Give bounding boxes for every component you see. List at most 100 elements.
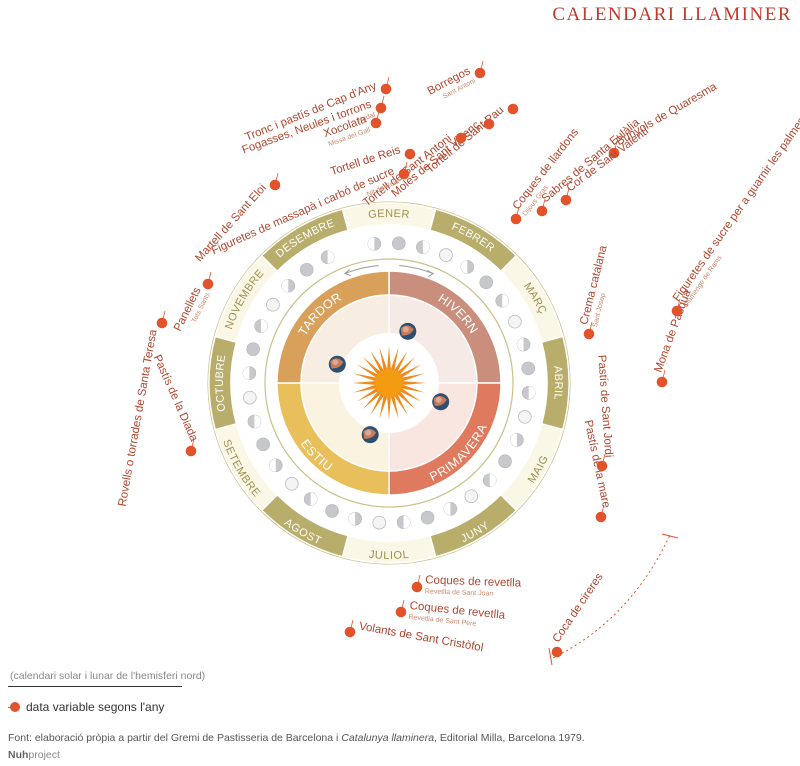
month-label: ABRIL (551, 365, 564, 400)
cake-tick (565, 187, 570, 201)
moon-phase-icon (521, 361, 536, 376)
note-divider (8, 686, 182, 687)
cake-item: Rovells o torrades de Santa Teresa (117, 310, 168, 507)
moon-phase-icon (254, 319, 268, 333)
month-label: JULIOL (368, 549, 409, 562)
source-credit: Font: elaboració pròpia a partir del Gre… (8, 732, 585, 744)
moon-phase-icon (348, 512, 362, 526)
moon-phase-icon (420, 510, 435, 525)
moon-phase-icon (508, 314, 522, 329)
brand-rest: project (28, 749, 60, 761)
moon-phase-icon (479, 275, 494, 290)
cake-label: Coques de revetlla (425, 574, 522, 589)
moon-phase-icon (320, 250, 335, 264)
fixed-date-dot-icon (404, 148, 416, 160)
moon-phase-icon (396, 515, 411, 530)
coca-cireres-period-arc (552, 534, 671, 659)
cake-label-group: Pastís de la Diada (151, 353, 200, 444)
earth-icon (432, 393, 450, 411)
moon-phase-icon (464, 489, 479, 504)
moon-phase-icon (439, 248, 453, 262)
cake-tick (385, 76, 390, 90)
variable-date-dot-icon (10, 702, 20, 712)
moon-phase-icon (303, 492, 318, 506)
moon-phase-icon (416, 240, 430, 254)
cake-tick (403, 161, 408, 175)
cake-label-group: Martell de Sant Eloi (193, 182, 269, 264)
moon-phase-icon (246, 342, 260, 356)
cake-tick (349, 619, 354, 633)
page-title: CALENDARI LLAMINER (552, 4, 792, 25)
season-band (276, 270, 390, 384)
source-book: Catalunya llaminera (341, 732, 435, 744)
cake-tick (613, 140, 618, 154)
earth-icon (328, 355, 346, 373)
cake-tick (601, 453, 606, 467)
cake-label-group: Rovells o torrades de Santa Teresa (117, 328, 160, 507)
moon-phase-icon (516, 337, 531, 352)
rotation-arrow-icon (343, 264, 435, 278)
moon-phase-icon (242, 390, 257, 405)
legend: data variable segons l'any (8, 700, 164, 714)
legend-label: data variable segons l'any (26, 700, 165, 714)
brand-bold: Nuh (8, 749, 29, 761)
month-segment (260, 208, 350, 273)
fixed-date-dot-icon (483, 118, 495, 130)
moon-phase-icon (281, 278, 296, 293)
cake-label-group: Figuretes de sucre per a guarnir les pal… (671, 115, 800, 309)
cake-tick (600, 504, 605, 518)
cake-tick (400, 599, 405, 613)
cake-tick (541, 198, 546, 212)
cake-label: Coca de cireres (551, 571, 606, 645)
cake-sublabel: Revetlla de Sant Joan (425, 588, 494, 597)
cake-tick (676, 298, 681, 312)
cake-tick (588, 321, 593, 335)
moon-phase-icon (256, 437, 270, 452)
sun-icon (352, 346, 426, 420)
fixed-date-dot-icon (507, 103, 519, 115)
cake-item: Figuretes de sucre per a guarnir les pal… (671, 115, 800, 317)
month-label: GENER (368, 208, 411, 221)
month-label: OCTUBRE (214, 354, 228, 413)
moon-phase-icon (325, 504, 339, 518)
moon-phase-icon (367, 236, 382, 251)
period-start-tick (548, 647, 553, 666)
moon-phase-icon (299, 262, 314, 277)
cake-item: Moles de Sant Vicenç (389, 118, 495, 200)
moon-phase-icon (268, 458, 283, 473)
moon-phase-icon (521, 385, 536, 400)
cake-tick (380, 95, 385, 109)
cake-label: Rovells o torrades de Santa Teresa (117, 328, 160, 507)
earth-icon (399, 322, 417, 340)
moon-phase-icon (266, 297, 280, 312)
cake-label-group: Coca de cireres (551, 571, 606, 645)
moon-phase-icon (498, 454, 512, 469)
moon-phase-icon (482, 473, 497, 488)
cake-label: Martell de Sant Eloi (193, 182, 269, 264)
cake-tick (515, 206, 520, 220)
period-end-tick (661, 533, 679, 539)
cake-tick (479, 60, 484, 74)
moon-phase-icon (284, 476, 299, 491)
cake-tick (207, 271, 212, 285)
moon-phase-icon (391, 236, 406, 251)
source-prefix: Font: elaboració pròpia a partir del Gre… (8, 732, 342, 744)
cake-label: Pastís de la Diada (151, 353, 200, 444)
moon-phase-icon (460, 260, 475, 274)
cake-label-group: Moles de Sant Vicenç (389, 119, 482, 200)
moon-phase-icon (242, 366, 257, 381)
cake-label: Crema catalana (578, 244, 609, 326)
earth-icon (361, 426, 379, 444)
moon-phase-icon (372, 515, 387, 530)
cake-label: Moles de Sant Vicenç (389, 119, 482, 200)
cake-tick (274, 172, 279, 186)
